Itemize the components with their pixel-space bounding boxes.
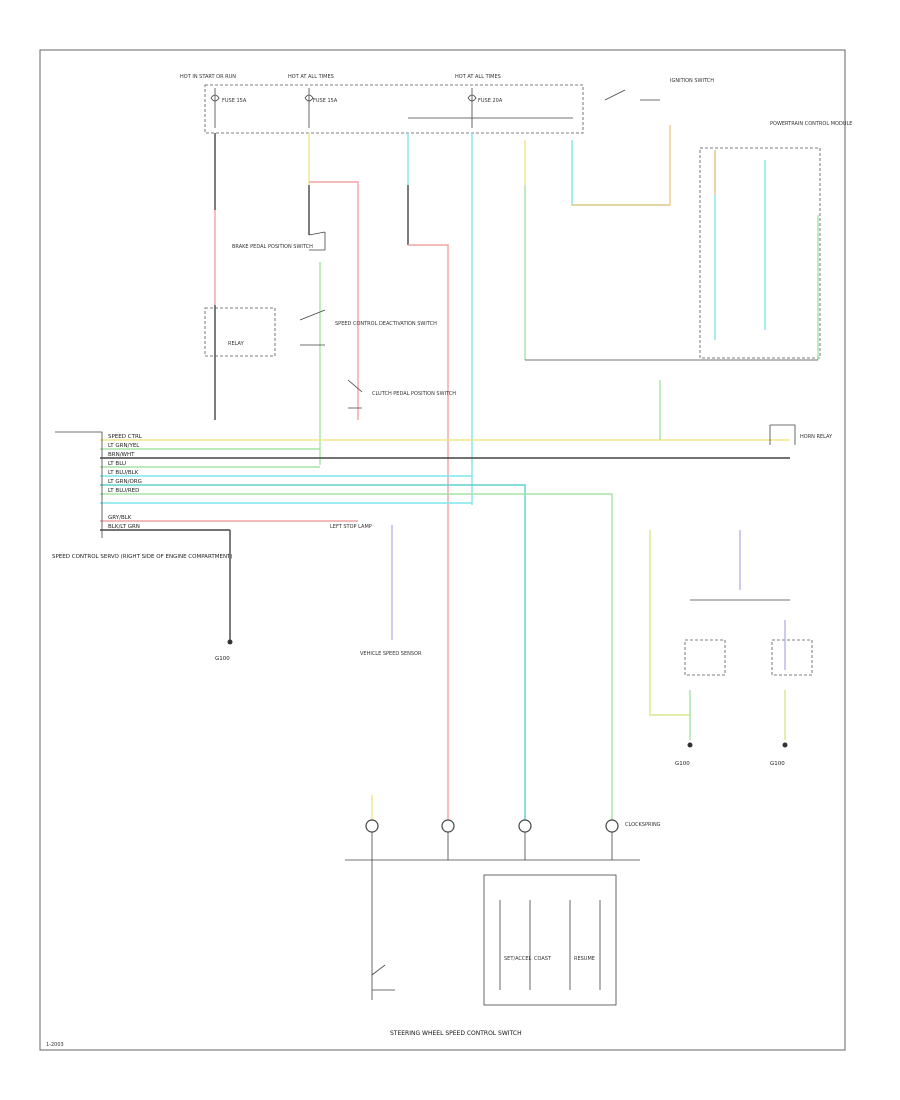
ground-r1-label: G100 bbox=[675, 761, 690, 767]
bottom-wires bbox=[371, 832, 613, 1000]
switch-label-3: RESUME bbox=[574, 956, 595, 962]
wire-red-top bbox=[309, 181, 359, 420]
sensor-box-2 bbox=[771, 639, 813, 676]
pin-row-5: LT BLU/BLK bbox=[108, 470, 139, 476]
fuse-symbols bbox=[210, 88, 573, 128]
deact-label: SPEED CONTROL DEACTIVATION SWITCH bbox=[335, 321, 437, 327]
wire-cyan-r2 bbox=[571, 140, 670, 206]
brake-switch-label: BRAKE PEDAL POSITION SWITCH bbox=[232, 244, 313, 250]
switch-assembly bbox=[483, 874, 617, 1006]
pin-row-3: BRN/WHT bbox=[108, 452, 135, 458]
relay-symbol bbox=[769, 424, 796, 445]
pin-row-2: LT GRN/YEL bbox=[108, 443, 140, 449]
pin-row-9: BLK/LT GRN bbox=[108, 524, 140, 530]
connector-3 bbox=[518, 819, 532, 833]
switch-label-2: COAST bbox=[534, 956, 552, 962]
switch-label-1: SET/ACCEL bbox=[504, 956, 532, 962]
connector-2 bbox=[441, 819, 455, 833]
wire-org-r2 bbox=[572, 125, 671, 206]
connector-4 bbox=[605, 819, 619, 833]
ignition-label: IGNITION SWITCH bbox=[670, 78, 714, 84]
pcm-label: POWERTRAIN CONTROL MODULE bbox=[770, 121, 852, 127]
fuse-label-1: HOT IN START OR RUN bbox=[180, 74, 236, 80]
ground-r2-label: G100 bbox=[770, 761, 785, 767]
fuse-rating-2: FUSE 15A bbox=[313, 98, 338, 104]
right-upper-box bbox=[699, 147, 821, 359]
pin-row-4: LT BLU bbox=[108, 461, 126, 467]
fuse-rating-1: FUSE 15A bbox=[222, 98, 247, 104]
ignition-switch bbox=[604, 89, 660, 101]
harness bbox=[55, 431, 790, 820]
stop-lamp-label: LEFT STOP LAMP bbox=[330, 524, 372, 530]
clockspring-label: CLOCKSPRING bbox=[625, 822, 661, 828]
footer-code: 1-2003 bbox=[46, 1042, 64, 1048]
vss-label: VEHICLE SPEED SENSOR bbox=[360, 651, 422, 657]
brake-switch bbox=[308, 231, 326, 251]
fuse-label-3: HOT AT ALL TIMES bbox=[455, 74, 501, 80]
wire-ygn-rlow bbox=[649, 530, 690, 716]
ground-r1 bbox=[687, 742, 693, 748]
diagram-title: STEERING WHEEL SPEED CONTROL SWITCH bbox=[390, 1030, 522, 1037]
connector-1 bbox=[365, 819, 379, 833]
deact-switch bbox=[299, 309, 326, 346]
module-label: RELAY bbox=[228, 341, 245, 347]
fuse-rating-3: FUSE 20A bbox=[478, 98, 503, 104]
pin-row-1: SPEED CTRL bbox=[108, 434, 143, 440]
horn-label: HORN RELAY bbox=[800, 434, 833, 440]
module-box bbox=[204, 307, 276, 357]
clutch-label: CLUTCH PEDAL POSITION SWITCH bbox=[372, 391, 456, 397]
sensor-box-1 bbox=[684, 639, 726, 676]
ground-left-symbol bbox=[227, 639, 233, 645]
pin-row-8: GRY/BLK bbox=[108, 515, 132, 521]
wire-red-mid bbox=[408, 244, 449, 820]
pin-row-6: LT GRN/ORG bbox=[108, 479, 142, 485]
speed-control-module-label: SPEED CONTROL SERVO (RIGHT SIDE OF ENGIN… bbox=[52, 554, 233, 560]
horn-switch bbox=[371, 964, 395, 991]
pin-row-7: LT BLU/RED bbox=[108, 488, 139, 494]
fuse-label-2: HOT AT ALL TIMES bbox=[288, 74, 334, 80]
fuse-box bbox=[204, 84, 584, 134]
ground-r2 bbox=[782, 742, 788, 748]
clutch-switch bbox=[347, 379, 363, 409]
diagram-frame bbox=[39, 49, 846, 1051]
switch-contacts bbox=[499, 900, 601, 990]
ground-left-label: G100 bbox=[215, 656, 230, 662]
